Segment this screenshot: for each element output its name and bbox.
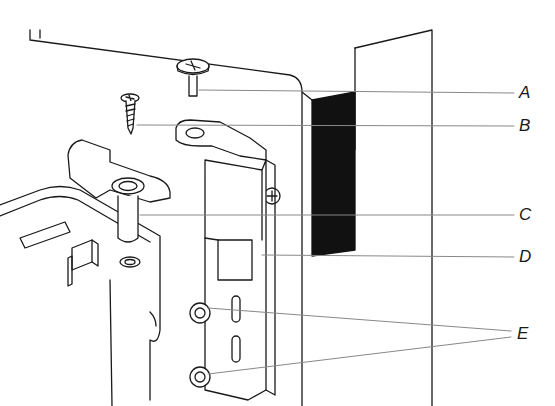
callout-letter: C	[519, 205, 531, 225]
callout-letter: E	[517, 324, 528, 344]
callout-letter: D	[519, 247, 531, 267]
callout-letter: A	[519, 83, 530, 103]
callout-letter: B	[519, 116, 530, 136]
